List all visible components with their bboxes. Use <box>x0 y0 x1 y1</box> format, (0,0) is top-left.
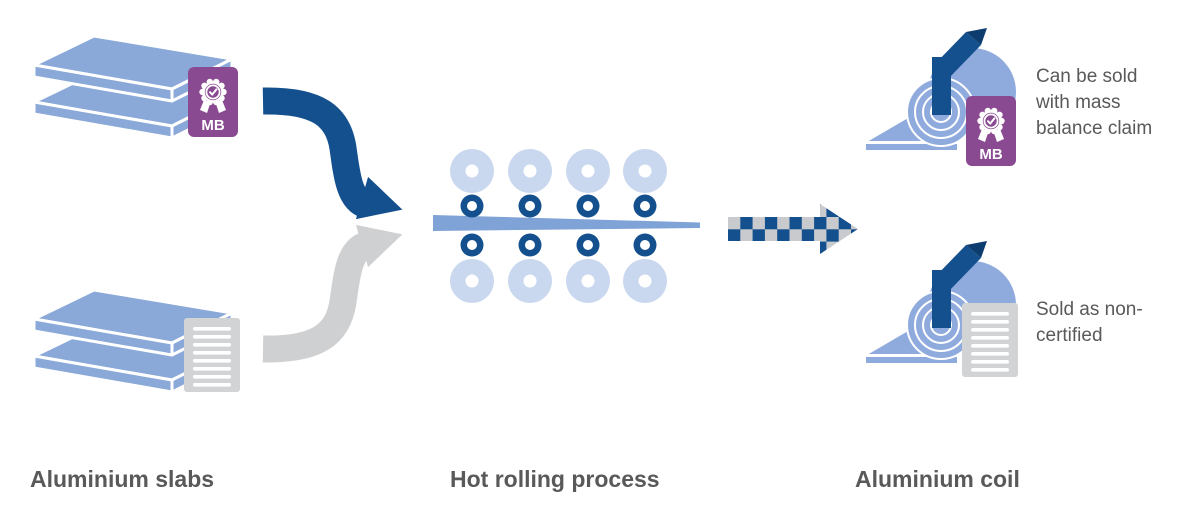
document-slabs <box>184 318 240 392</box>
checkered-output-arrow-icon <box>728 204 858 254</box>
mb-badge-slabs <box>187 66 239 138</box>
rolled-sheet-strip <box>433 215 700 231</box>
document-coil <box>962 303 1018 377</box>
rolling-mill-icon <box>433 149 700 303</box>
stage-label-aluminium-coil: Aluminium coil <box>855 466 1020 492</box>
certified-flow-arrow-icon <box>262 87 403 220</box>
non-certified-annotation: Sold as non-certified <box>1036 299 1143 347</box>
stage-label-aluminium-slabs: Aluminium slabs <box>30 466 215 492</box>
mb-badge-coil <box>965 95 1017 167</box>
non-certified-flow-arrow-icon <box>262 224 403 363</box>
stage-label-hot-rolling-process: Hot rolling process <box>450 466 660 492</box>
certified-annotation: Can be sold with mass balance claim <box>1036 66 1153 140</box>
